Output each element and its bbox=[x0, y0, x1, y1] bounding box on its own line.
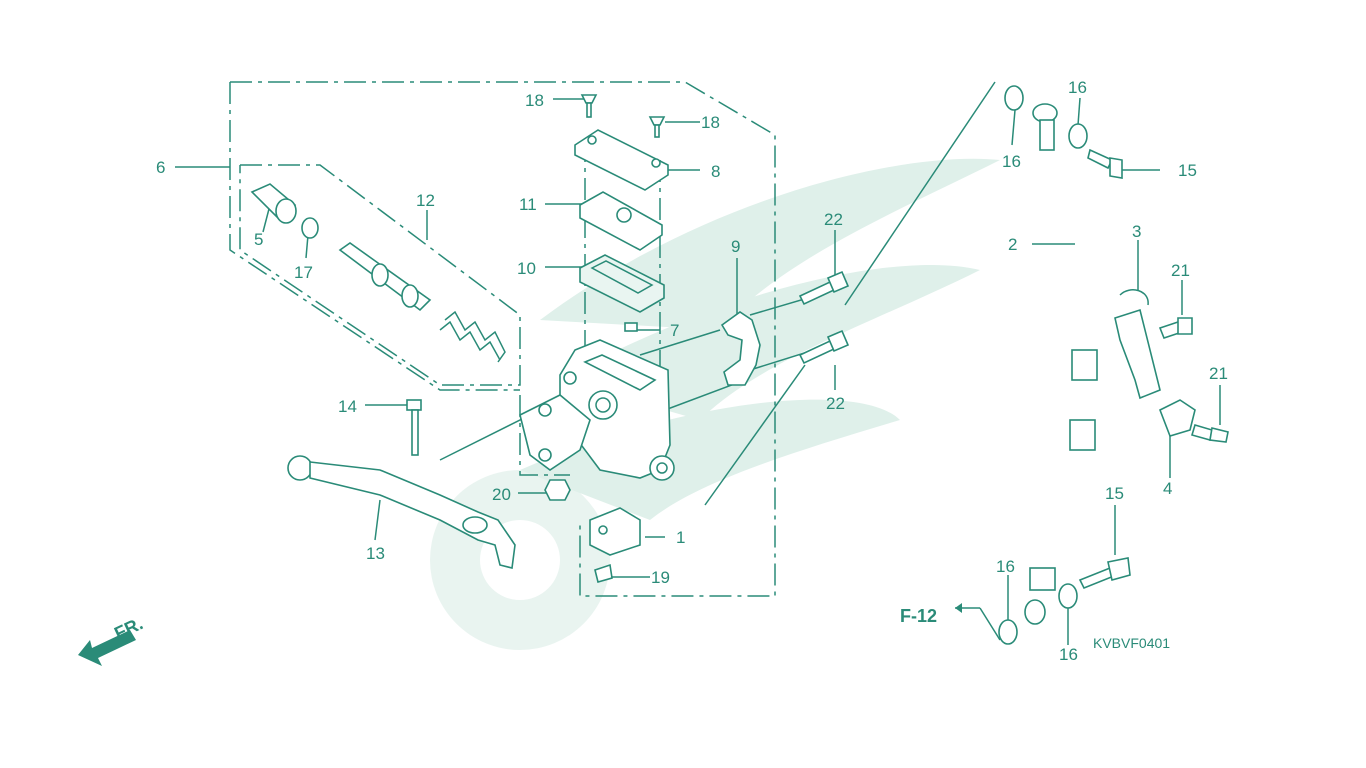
callout-19: 19 bbox=[651, 568, 670, 587]
callout-15-top: 15 bbox=[1178, 161, 1197, 180]
part-16-washers bbox=[998, 85, 1088, 645]
part-10-diaphragm bbox=[579, 254, 665, 313]
callout-6: 6 bbox=[156, 158, 165, 177]
callout-18-left: 18 bbox=[525, 91, 544, 110]
callout-12: 12 bbox=[416, 191, 435, 210]
callout-22-lower: 22 bbox=[826, 394, 845, 413]
master-cylinder-body bbox=[519, 339, 675, 481]
callout-16-bottom-left: 16 bbox=[996, 557, 1015, 576]
drawing-code: KVBVF0401 bbox=[1093, 635, 1170, 651]
front-arrow-icon: FR. bbox=[78, 613, 146, 666]
callout-9: 9 bbox=[731, 237, 740, 256]
callout-1: 1 bbox=[676, 528, 685, 547]
part-spring bbox=[439, 310, 506, 363]
part-1-switch bbox=[589, 507, 641, 556]
callouts: 1 2 3 4 5 6 7 8 9 10 11 12 13 14 15 15 1… bbox=[156, 78, 1228, 664]
part-11-plate bbox=[579, 191, 663, 251]
callout-4: 4 bbox=[1163, 479, 1172, 498]
part-13-lever bbox=[287, 455, 516, 569]
callout-11: 11 bbox=[519, 195, 537, 214]
part-17-circlip bbox=[301, 217, 319, 239]
callout-16-bottom-right: 16 bbox=[1059, 645, 1078, 664]
callout-5: 5 bbox=[254, 230, 263, 249]
part-20-nut bbox=[544, 479, 571, 501]
callout-8: 8 bbox=[711, 162, 720, 181]
part-3-clamp bbox=[1114, 289, 1161, 400]
part-2-brake-hose bbox=[1024, 103, 1098, 625]
callout-18-right: 18 bbox=[701, 113, 720, 132]
callout-22-upper: 22 bbox=[824, 210, 843, 229]
callout-16-top-right: 16 bbox=[1068, 78, 1087, 97]
part-14-pivot-bolt bbox=[406, 399, 422, 456]
part-22-bolts bbox=[798, 270, 850, 365]
part-18-screws-top bbox=[580, 94, 666, 138]
part-piston bbox=[338, 242, 432, 312]
callout-15-bottom: 15 bbox=[1105, 484, 1124, 503]
callout-13: 13 bbox=[366, 544, 385, 563]
assembly-box-12 bbox=[239, 164, 521, 386]
assembly-box-6 bbox=[229, 81, 776, 597]
part-15-banjo-bolts bbox=[1078, 148, 1131, 590]
part-8-reservoir-cap bbox=[574, 129, 669, 191]
callout-2: 2 bbox=[1008, 235, 1017, 254]
callout-20: 20 bbox=[492, 485, 511, 504]
page-ref-label: F-12 bbox=[900, 606, 937, 626]
part-4-guide bbox=[1158, 399, 1196, 437]
part-21-bolts bbox=[1158, 317, 1229, 443]
part-5-boot bbox=[250, 183, 297, 224]
callout-10: 10 bbox=[517, 259, 536, 278]
callout-17: 17 bbox=[294, 263, 313, 282]
page-ref-arrow-icon bbox=[955, 603, 962, 613]
callout-14: 14 bbox=[338, 397, 357, 416]
callout-21-lower: 21 bbox=[1209, 364, 1228, 383]
callout-16-top-left: 16 bbox=[1002, 152, 1021, 171]
callout-7: 7 bbox=[670, 321, 679, 340]
part-7-clip bbox=[624, 322, 638, 332]
callout-3: 3 bbox=[1132, 222, 1141, 241]
part-9-holder bbox=[720, 311, 761, 386]
watermark-logo bbox=[430, 158, 1000, 650]
part-19-screw bbox=[594, 563, 613, 583]
bracket-guide bbox=[519, 395, 570, 476]
callout-21-upper: 21 bbox=[1171, 261, 1190, 280]
